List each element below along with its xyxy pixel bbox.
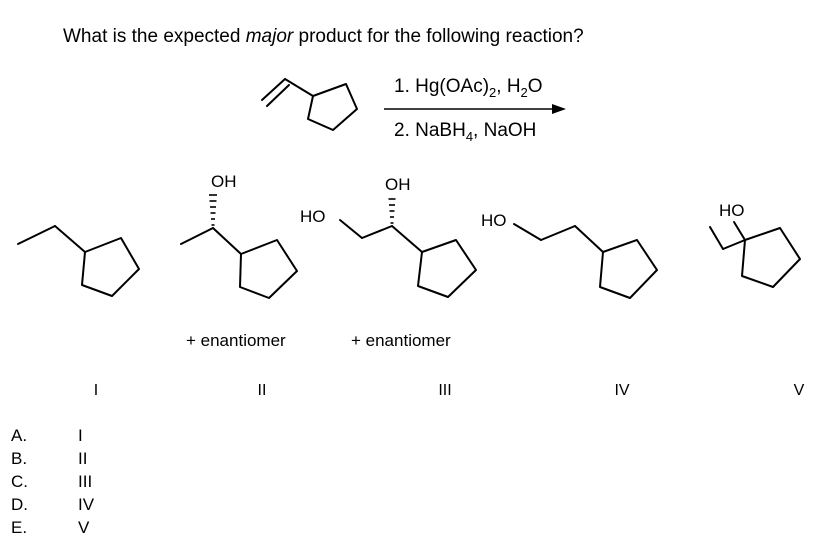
hashed-wedge-bond — [209, 194, 217, 226]
product-i-structure — [17, 225, 140, 297]
product-v-structure — [709, 221, 801, 288]
starting-material-vinylcyclopentane — [261, 78, 358, 131]
answer-choice-e[interactable]: E. V — [11, 518, 90, 537]
question-text: What is the expected major product for t… — [63, 26, 584, 47]
product-label-ii: II — [258, 382, 267, 399]
choice-letter: C. — [11, 472, 28, 491]
product-ii-oh-label: OH — [211, 172, 237, 191]
answer-choice-d[interactable]: D. IV — [11, 495, 95, 514]
product-iii-ho-label: HO — [300, 207, 326, 226]
choice-value: II — [78, 449, 87, 468]
product-iv-structure — [513, 223, 658, 299]
reaction-arrow — [384, 104, 566, 114]
product-ii-enantiomer-note: + enantiomer — [186, 331, 286, 350]
answer-choice-a[interactable]: A. I — [11, 426, 83, 445]
product-iii-structure — [339, 198, 477, 298]
hashed-wedge-bond — [388, 198, 396, 224]
product-iii-oh-label: OH — [385, 175, 411, 194]
product-v-ho-label: HO — [719, 201, 745, 220]
product-iii-enantiomer-note: + enantiomer — [351, 331, 451, 350]
choice-letter: B. — [11, 449, 27, 468]
product-label-iii: III — [438, 382, 451, 399]
answer-choice-c[interactable]: C. III — [11, 472, 92, 491]
choice-letter: D. — [11, 495, 28, 514]
choice-value: V — [78, 518, 90, 537]
product-label-v: V — [794, 382, 805, 399]
answer-choice-b[interactable]: B. II — [11, 449, 87, 468]
choice-letter: A. — [11, 426, 27, 445]
choice-value: IV — [78, 495, 95, 514]
choice-value: I — [78, 426, 83, 445]
product-iv-ho-label: HO — [481, 211, 507, 230]
condition-step-1: 1. Hg(OAc)2, H2O — [394, 76, 543, 100]
choice-letter: E. — [11, 518, 27, 537]
product-label-i: I — [94, 382, 98, 399]
product-ii-structure — [180, 194, 298, 299]
condition-step-2: 2. NaBH4, NaOH — [394, 120, 536, 144]
product-label-iv: IV — [614, 382, 629, 399]
choice-value: III — [78, 472, 92, 491]
